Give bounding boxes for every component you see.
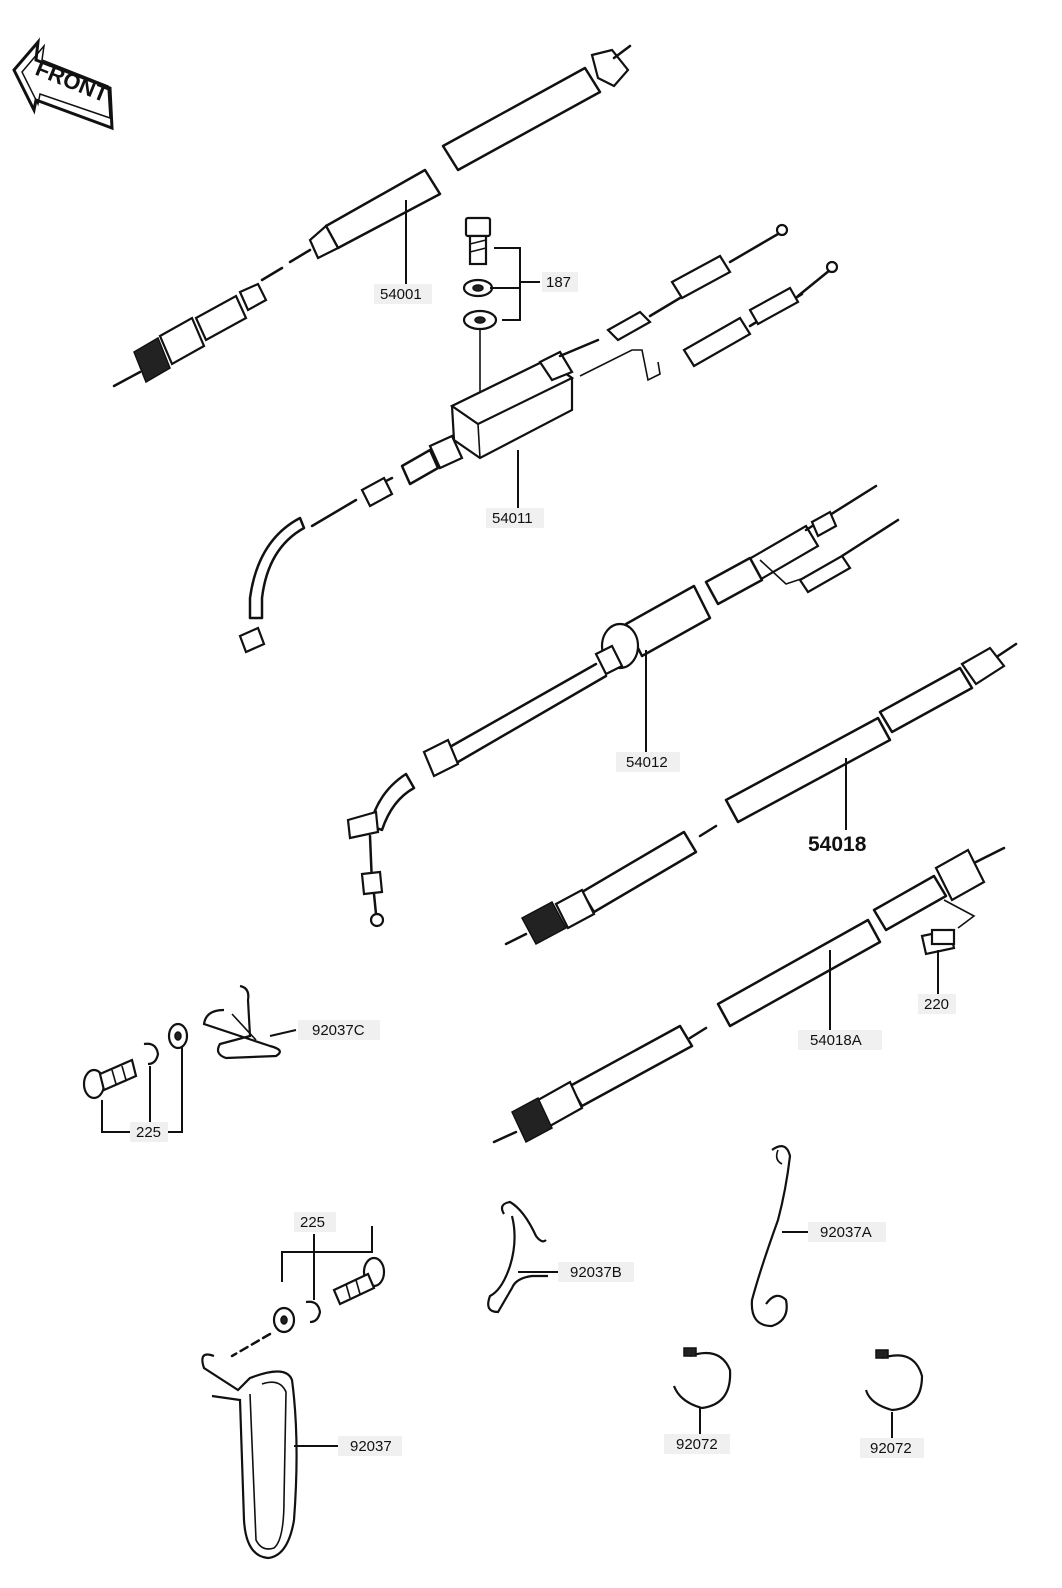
- clamp-92037C: [202, 984, 281, 1060]
- clip-92037B: [487, 1200, 548, 1314]
- part-label-54001: 54001: [380, 286, 422, 303]
- part-label-54011: 54011: [492, 510, 533, 527]
- cable-54011: [238, 223, 839, 654]
- part-label-54012: 54012: [626, 754, 668, 771]
- part-label-92037C: 92037C: [312, 1022, 365, 1039]
- cable-54018: [504, 642, 1018, 946]
- band-clamp-92072-a: [672, 1347, 732, 1410]
- clip-92037: [201, 1353, 298, 1560]
- part-label-92072-a: 92072: [676, 1436, 718, 1453]
- part-label-92072-b: 92072: [870, 1440, 912, 1457]
- part-labels: 54001 187 54011 54012 54018 220 54018A 9…: [130, 272, 956, 1458]
- band-clamp-92072-b: [864, 1349, 924, 1412]
- part-label-92037A: 92037A: [820, 1224, 872, 1241]
- part-label-187: 187: [546, 274, 571, 291]
- part-label-54018: 54018: [808, 833, 867, 856]
- part-label-92037: 92037: [350, 1438, 392, 1455]
- screw-washer-set-225-left: [82, 1022, 189, 1100]
- cable-54001: [112, 44, 632, 388]
- front-arrow-badge: FRONT: [12, 37, 114, 131]
- part-label-220: 220: [924, 996, 949, 1013]
- leader-lines: [101, 200, 939, 1447]
- cable-54018A: [492, 846, 1006, 1144]
- part-label-54018A: 54018A: [810, 1032, 862, 1049]
- bolt-washer-set-187: [462, 216, 498, 412]
- part-label-225-left: 225: [136, 1124, 161, 1141]
- screw-washer-set-225-lower: [230, 1256, 386, 1358]
- clip-92037A: [750, 1145, 792, 1328]
- part-label-92037B: 92037B: [570, 1264, 622, 1281]
- part-label-225-lower: 225: [300, 1214, 325, 1231]
- cable-54012: [346, 484, 900, 928]
